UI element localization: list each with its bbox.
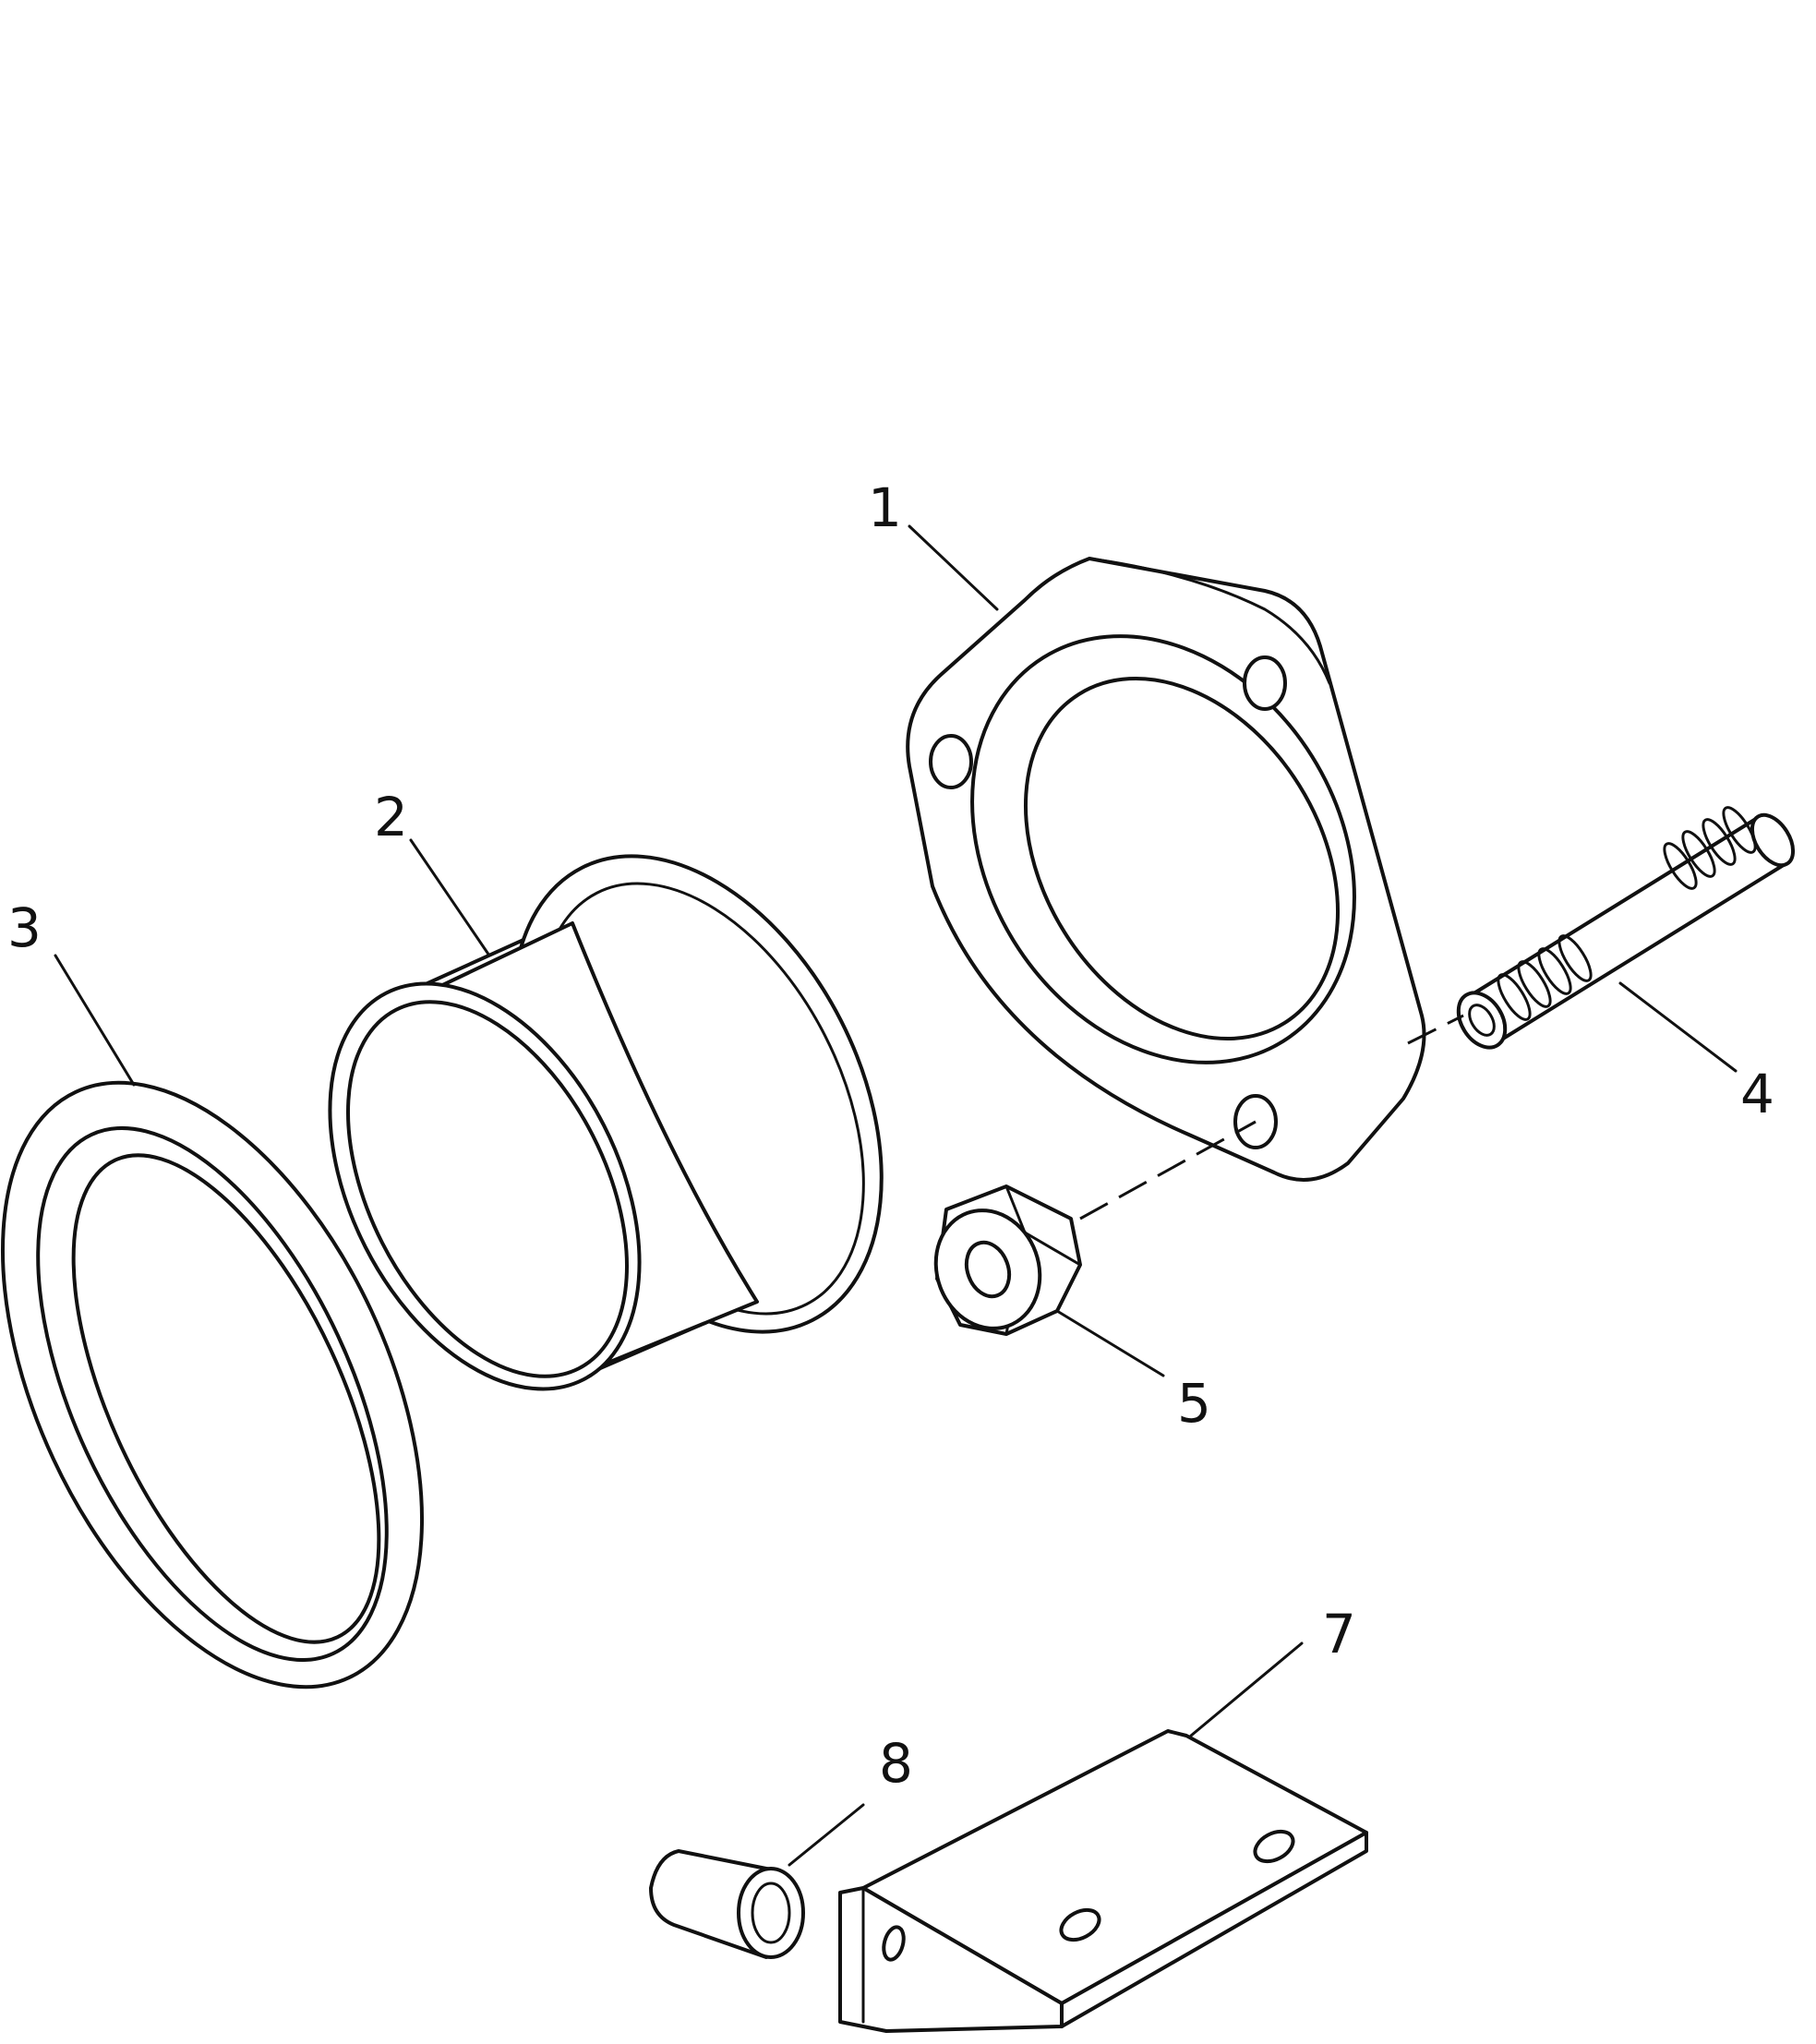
callout-4: 4 bbox=[1740, 1063, 1774, 1125]
flange-plate-edge bbox=[1088, 557, 1331, 685]
flange-bore-inner bbox=[1023, 676, 1341, 1041]
sleeve bbox=[328, 854, 884, 1391]
callout-2: 2 bbox=[374, 786, 408, 848]
bracket-hole-side bbox=[882, 1925, 906, 1962]
stud-shaft bbox=[1466, 815, 1788, 1045]
sleeve-front-bore bbox=[345, 1000, 630, 1378]
leader-3 bbox=[54, 954, 136, 1087]
stud-thread bbox=[1537, 947, 1572, 995]
angle-bracket bbox=[838, 1729, 1368, 2033]
stud-end-left-hole bbox=[1468, 1004, 1496, 1037]
stud-thread bbox=[1557, 934, 1593, 982]
seal-ring bbox=[0, 1080, 425, 1689]
callout-8: 8 bbox=[879, 1732, 913, 1795]
stud-thread-left bbox=[1497, 934, 1593, 1021]
leader-2 bbox=[409, 838, 491, 957]
seal-ring-inner bbox=[71, 1153, 381, 1644]
stud-thread bbox=[1517, 960, 1552, 1008]
bracket-hole-bottom bbox=[1059, 1907, 1101, 1942]
callout-3: 3 bbox=[7, 896, 42, 959]
stud-thread bbox=[1681, 830, 1716, 878]
bushing-bore bbox=[751, 1882, 791, 1944]
leader-7 bbox=[1189, 1641, 1304, 1737]
callout-5: 5 bbox=[1177, 1372, 1211, 1435]
stud-thread bbox=[1702, 818, 1737, 866]
callout-1: 1 bbox=[868, 476, 902, 539]
stud-thread bbox=[1497, 973, 1532, 1021]
callout-7: 7 bbox=[1322, 1603, 1356, 1665]
stud-thread bbox=[1663, 842, 1698, 890]
assembly-line-stud bbox=[1407, 1014, 1464, 1045]
flange-hole-top bbox=[1243, 655, 1287, 711]
assembly-line-nut bbox=[1079, 1120, 1257, 1220]
hex-nut bbox=[933, 1184, 1082, 1336]
flange-hole-left bbox=[929, 734, 973, 789]
stud-thread-right bbox=[1663, 806, 1757, 890]
leader-5 bbox=[1055, 1309, 1165, 1377]
bushing-end bbox=[737, 1867, 805, 1959]
stud-thread bbox=[1722, 806, 1757, 854]
hex-nut-hole bbox=[964, 1240, 1012, 1299]
stud bbox=[1456, 806, 1796, 1050]
leader-1 bbox=[908, 524, 999, 611]
leader-8 bbox=[788, 1803, 865, 1867]
flange-plate bbox=[906, 557, 1426, 1182]
stud-end-left bbox=[1456, 991, 1508, 1050]
bushing bbox=[649, 1849, 805, 1959]
leader-4 bbox=[1618, 981, 1738, 1073]
bracket-hole-top bbox=[1253, 1829, 1295, 1864]
stud-end-right bbox=[1750, 812, 1796, 868]
